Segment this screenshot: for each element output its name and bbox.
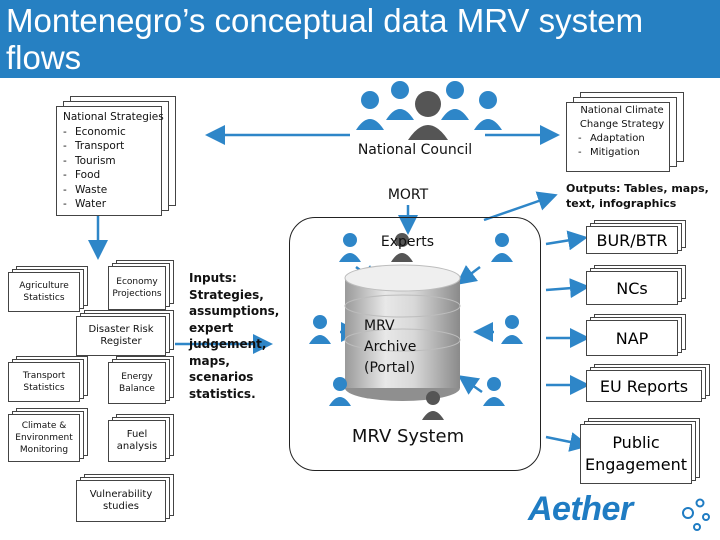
list-item: Adaptation [578,132,672,146]
disaster-stack: Disaster Risk Register [76,310,176,358]
mort-label: MORT [387,187,429,203]
agriculture-label: Agriculture Statistics [8,272,80,312]
energy-stack: Energy Balance [108,356,176,404]
agriculture-stack: Agriculture Statistics [8,266,90,312]
output-ncs-stack: NCs [586,265,688,307]
national-council-label: National Council [357,142,473,158]
list-item: Water [63,197,164,212]
experts-label: Experts [380,234,435,250]
fuel-label: Fuel analysis [108,420,166,462]
climate-env-label: Climate & Environment Monitoring [8,414,80,462]
inputs-label: Inputs: Strategies, assumptions, expert … [189,271,280,401]
output-eu: EU Reports [586,370,702,402]
arrow-to-public [545,432,590,452]
list-item: Transport [63,139,164,154]
page-title: Montenegro’s conceptual data MRV system … [6,2,644,76]
mrv-system-label: MRV System [351,426,465,447]
output-eu-stack: EU Reports [586,364,712,404]
output-bur-stack: BUR/BTR [586,220,688,256]
list-item: Mitigation [578,146,672,160]
national-climate-list: National Climate Change Strategy Adaptat… [572,104,672,160]
vulnerability-label: Vulnerability studies [76,480,166,522]
mrv-system-frame [289,217,541,471]
arrow-to-bur [545,230,588,251]
output-public-stack: Public Engagement [580,418,702,486]
vulnerability-stack: Vulnerability studies [76,474,176,524]
economy-stack: Economy Projections [108,260,176,312]
national-climate-heading: National Climate Change Strategy [579,105,665,130]
output-public: Public Engagement [580,424,692,484]
title-bar: Montenegro’s conceptual data MRV system … [0,0,720,78]
output-bur: BUR/BTR [586,226,678,254]
disaster-label: Disaster Risk Register [76,316,166,356]
outputs-label: Outputs: Tables, maps, text, infographic… [566,182,709,210]
national-strategies-heading: National Strategies [63,111,164,123]
list-item: Waste [63,183,164,198]
output-ncs: NCs [586,271,678,305]
archive-label: MRV Archive (Portal) [364,318,417,376]
list-item: Food [63,168,164,183]
arrow-to-ncs [545,278,590,299]
climate-env-stack: Climate & Environment Monitoring [8,408,90,464]
energy-label: Energy Balance [108,362,166,404]
council-crowd-icon [356,81,502,140]
national-strategies-list: National Strategies Economic Transport T… [63,110,164,212]
list-item: Tourism [63,154,164,169]
arrow-system-to-outputs [483,191,558,222]
output-nap-stack: NAP [586,314,688,358]
economy-label: Economy Projections [108,266,166,310]
aether-logo-rings [682,498,710,531]
expert-people-icons [309,233,523,420]
transport-label: Transport Statistics [8,362,80,402]
fuel-stack: Fuel analysis [108,414,176,464]
list-item: Economic [63,125,164,140]
transport-stack: Transport Statistics [8,356,90,404]
aether-logo: Aether [528,490,633,528]
output-nap: NAP [586,320,678,356]
